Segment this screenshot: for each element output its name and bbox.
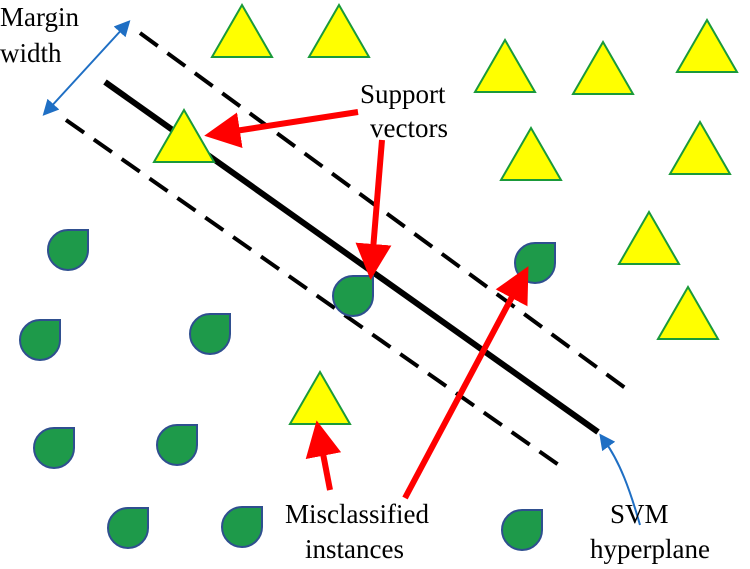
triangle-9 [656, 284, 720, 340]
triangle-1 [210, 2, 274, 58]
triangle-2 [307, 2, 371, 58]
triangle-8 [617, 209, 681, 265]
svm-label-line2: hyperplane [590, 534, 710, 564]
svm-label-line1: SVM [610, 499, 669, 529]
drop-2 [19, 319, 61, 361]
support-vectors-label-line2: vectors [370, 113, 448, 143]
misclassified-arrow-to-triangle [305, 420, 342, 491]
drop-1 [47, 229, 89, 271]
drop-5 [156, 424, 198, 466]
triangle-7 [668, 119, 732, 175]
hyperplane-pointer-arrow [599, 433, 641, 526]
drop-misclassified [514, 242, 556, 284]
misclassified-arrow-to-drop [402, 266, 529, 500]
triangle-4 [571, 39, 635, 95]
drop-7 [221, 506, 263, 548]
drop-8 [501, 509, 543, 551]
triangle-3 [473, 37, 537, 93]
drop-support [332, 275, 374, 317]
margin-width-label-line1: Margin [0, 2, 79, 32]
support-vectors-label-line1: Support [360, 79, 446, 109]
triangle-support [152, 107, 216, 163]
drop-group [19, 229, 556, 551]
triangle-6 [499, 125, 563, 181]
misclassified-label-line2: instances [305, 534, 404, 564]
margin-width-arrow [42, 20, 131, 116]
support-arrow-to-drop [355, 139, 392, 280]
margin-width-label-line2: width [0, 38, 62, 68]
triangle-5 [675, 17, 739, 73]
support-arrow-to-triangle [204, 109, 359, 149]
triangle-misclassified [288, 369, 352, 425]
triangle-group [152, 2, 739, 425]
misclassified-label-line1: Misclassified [285, 499, 429, 529]
drop-6 [107, 507, 149, 549]
red-arrows [204, 109, 529, 500]
drop-3 [189, 313, 231, 355]
drop-4 [33, 427, 75, 469]
